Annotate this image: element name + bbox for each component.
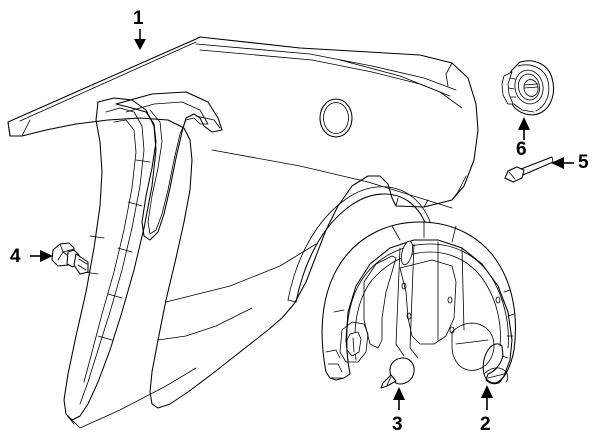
part-fuel-filler-housing	[501, 60, 555, 116]
part-push-pin-retainer	[380, 357, 415, 389]
callout-label-4: 4	[10, 246, 21, 267]
callout-leaders	[30, 29, 574, 410]
arrowhead-2	[481, 385, 493, 398]
part-quarter-panel	[7, 36, 479, 429]
callout-label-5: 5	[578, 152, 589, 173]
part-flange-bolt	[51, 242, 89, 275]
arrowhead-5	[551, 157, 564, 169]
callout-label-1: 1	[133, 8, 144, 29]
arrowhead-1	[134, 39, 146, 50]
part-fuel-filler-rod	[504, 156, 554, 183]
arrowhead-4	[40, 250, 53, 262]
part-wheelhouse-liner	[321, 221, 516, 385]
arrowhead-6	[518, 117, 530, 130]
callout-label-6: 6	[516, 139, 527, 160]
callout-label-2: 2	[480, 414, 491, 435]
arrowhead-3	[393, 387, 405, 400]
callout-label-3: 3	[392, 414, 403, 435]
